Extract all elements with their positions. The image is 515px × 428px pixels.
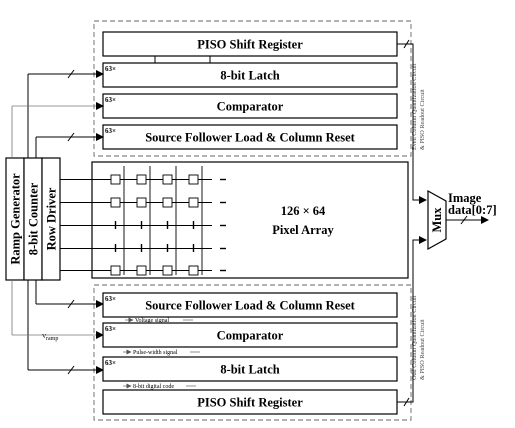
bottom-piso-shift-register-label: PISO Shift Register	[197, 396, 303, 410]
pixel-cell	[162, 265, 173, 276]
pixel-cell	[110, 265, 121, 276]
top-source-follower-label: Source Follower Load & Column Reset	[145, 131, 355, 145]
pixel-cell	[162, 174, 173, 185]
pixel-cell	[188, 197, 199, 208]
top-piso-shift-register-label: PISO Shift Register	[197, 38, 303, 52]
top-8bit-latch-block	[102, 62, 398, 88]
mux-block	[427, 189, 447, 251]
even-column-side-label-1: Even Column Quantization Circuit	[411, 63, 418, 150]
bottom-sf-multiplier: 63×	[105, 295, 116, 303]
bus-wires	[11, 69, 104, 375]
pixel-cell	[136, 197, 147, 208]
bottom-latch-multiplier: 63×	[105, 359, 116, 367]
ramp-generator-label: Ramp Generator	[9, 173, 23, 265]
bottom-comparator-block	[102, 322, 398, 348]
pixel-cell	[136, 174, 147, 185]
odd-column-side-label-2: & PISO Readout Circuit	[419, 319, 426, 380]
bottom-piso-shift-register-block	[102, 389, 398, 415]
even-column-side-label-2: & PISO Readout Circuit	[419, 89, 426, 150]
top-8bit-latch-label: 8-bit Latch	[220, 69, 279, 83]
8bit-counter-label: 8-bit Counter	[27, 182, 41, 255]
even-column-group-border	[93, 20, 412, 157]
bottom-comparator-multiplier: 63×	[105, 325, 116, 333]
output-label-line1: Image	[448, 191, 482, 205]
pixel-cell	[188, 174, 199, 185]
bottom-source-follower-label: Source Follower Load & Column Reset	[145, 299, 355, 313]
odd-column-side-label-1: Odd Column Quantization Circuit	[411, 295, 418, 380]
digital-code-label: 8-bit digital code	[133, 384, 174, 390]
odd-column-group-border	[93, 284, 412, 421]
top-comparator-label: Comparator	[217, 100, 284, 114]
pixel-cell	[162, 197, 173, 208]
pixel-array-name-label: Pixel Array	[272, 223, 334, 237]
pixel-array-size-label: 126 × 64	[281, 204, 326, 218]
bottom-8bit-latch-label: 8-bit Latch	[220, 363, 279, 377]
vramp-label: Vramp	[42, 334, 58, 342]
bottom-8bit-latch-block	[102, 356, 398, 382]
row-driver-label: Row Driver	[45, 187, 59, 250]
top-sf-multiplier: 63×	[105, 127, 116, 135]
output-label-line2: data[0:7]	[448, 203, 497, 217]
voltage-signal-label: Voltage signal	[135, 318, 169, 324]
top-comparator-multiplier: 63×	[105, 96, 116, 104]
top-latch-multiplier: 63×	[105, 65, 116, 73]
pixel-cell	[188, 265, 199, 276]
mux-label: Mux	[430, 207, 444, 233]
pulse-width-signal-label: Pulse-width signal	[133, 350, 178, 356]
pixel-cell	[110, 197, 121, 208]
row-driver-block	[41, 157, 61, 281]
pixel-cell	[110, 174, 121, 185]
pixel-grid	[60, 166, 226, 276]
bottom-source-follower-block	[102, 292, 398, 318]
pixel-cell	[136, 265, 147, 276]
bottom-comparator-label: Comparator	[217, 329, 284, 343]
